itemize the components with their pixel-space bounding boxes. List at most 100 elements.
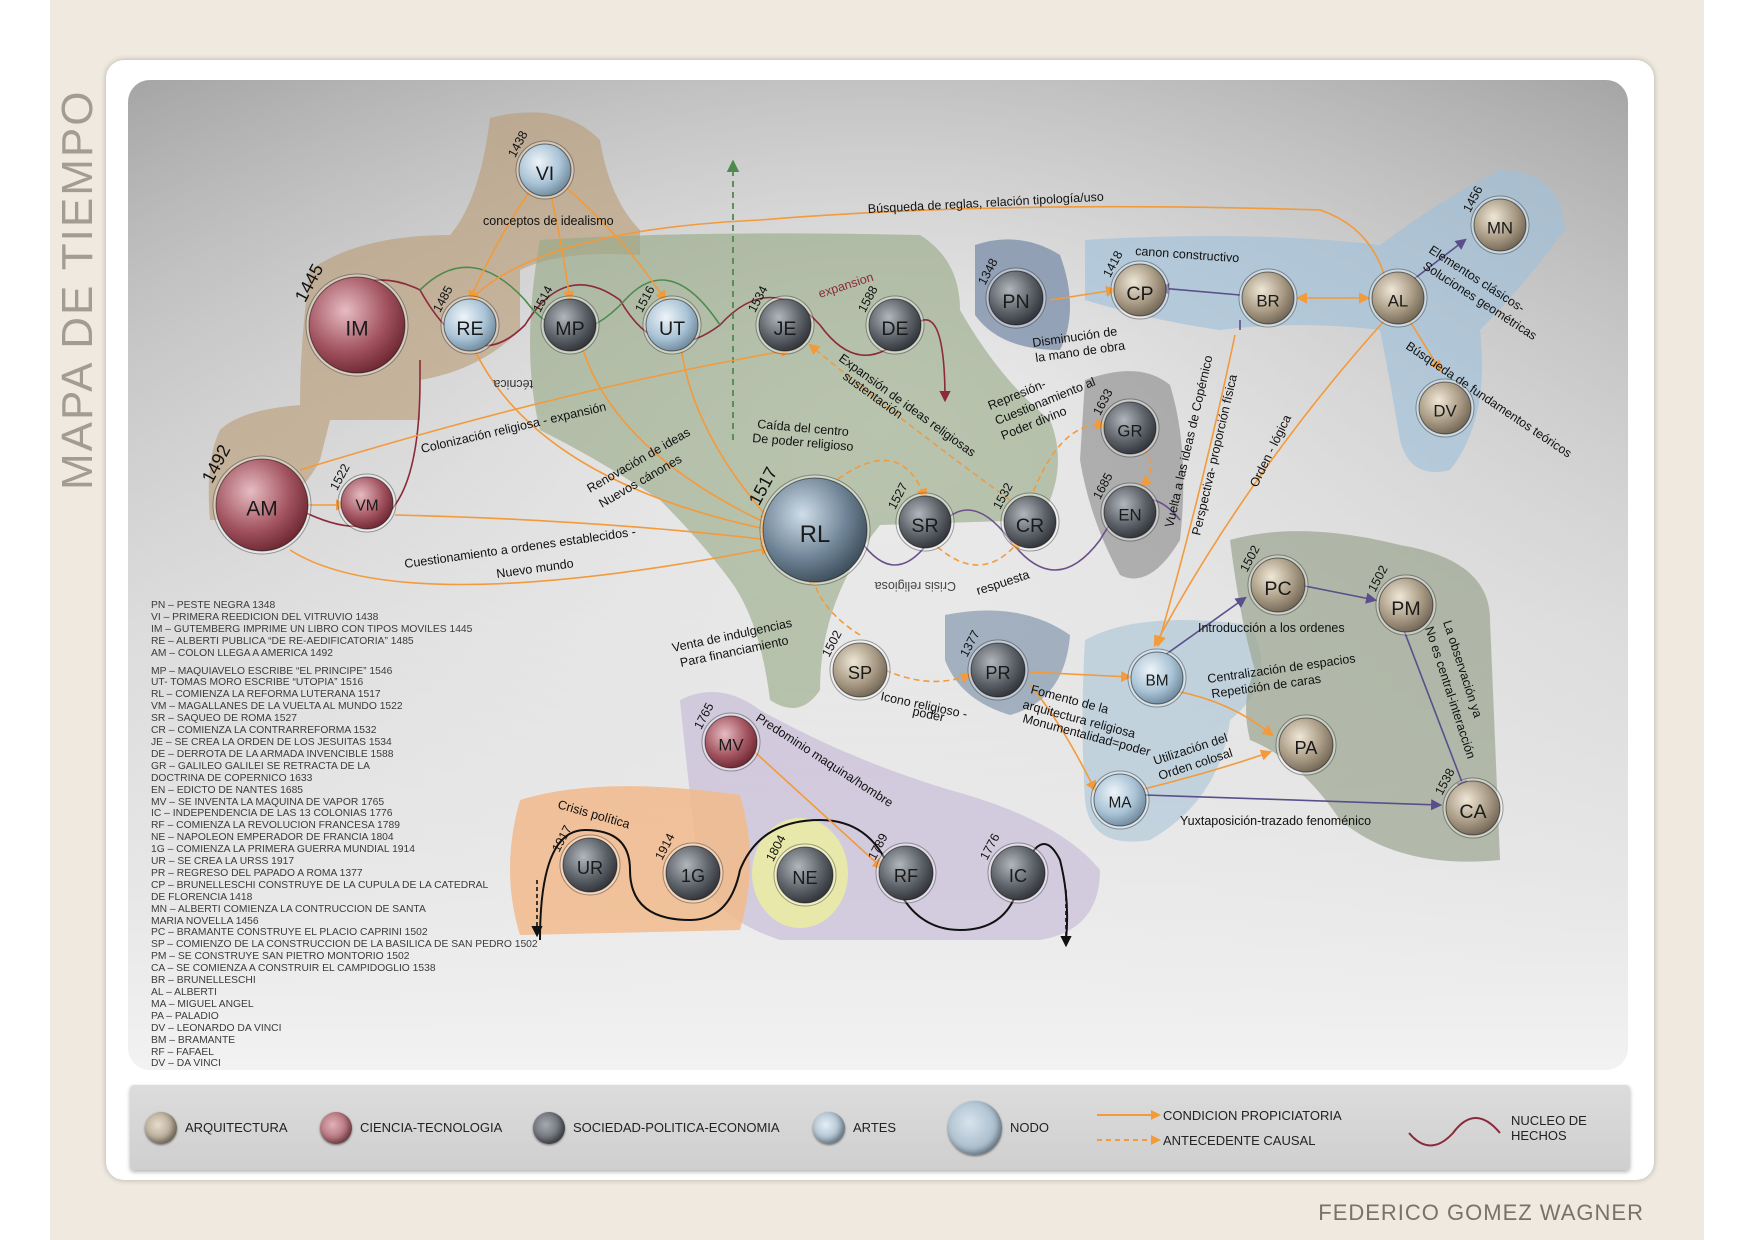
node-circle xyxy=(1378,577,1434,633)
key-antecedente-label: ANTECEDENTE CAUSAL xyxy=(1163,1132,1316,1148)
purple-ma-ca xyxy=(1144,794,1443,811)
arrow-mp-rl xyxy=(579,339,773,527)
key-arquitectura: ARQUITECTURA xyxy=(145,1085,288,1170)
author-name: FEDERICO GOMEZ WAGNER xyxy=(1318,1200,1644,1225)
abbreviation-item: RE – ALBERTI PUBLICA “DE RE-AEDIFICATORI… xyxy=(151,635,414,647)
abbreviation-item: UR – SE CREA LA URSS 1917 xyxy=(151,856,295,868)
abbreviation-item: VM – MAGALLANES DE LA VUELTA AL MUNDO 15… xyxy=(151,701,403,713)
node-circle xyxy=(704,715,758,769)
node-circle xyxy=(1093,773,1147,827)
zone-green xyxy=(530,233,1058,709)
node-ma: MA xyxy=(1090,770,1150,830)
node-circle xyxy=(645,298,699,352)
arrow-am-je xyxy=(299,346,793,471)
node-circle xyxy=(970,642,1026,698)
abbreviation-item: IC – INDEPENDENCIA DE LAS 13 COLONIAS 17… xyxy=(151,808,393,820)
key-ciencia-label: CIENCIA-TECNOLOGIA xyxy=(360,1120,503,1135)
node-label: EN xyxy=(1118,505,1141,524)
node-label: SP xyxy=(848,663,872,683)
abbreviation-item: AM – COLON LLEGA A AMERICA 1492 xyxy=(151,647,333,659)
arrow-re-rl xyxy=(469,339,773,534)
key-arrows: CONDICION PROPICIATORIA ANTECEDENTE CAUS… xyxy=(1095,1085,1342,1170)
abbreviation-item: NE – NAPOLEON EMPERADOR DE FRANCIA 1804 xyxy=(151,832,394,844)
arrow-al-bm xyxy=(1153,319,1386,647)
node-circle xyxy=(990,845,1046,901)
abbreviation-item: DV – DA VINCI xyxy=(151,1058,221,1070)
dashed-sp-pr xyxy=(884,669,973,684)
label-crisis-religiosa: Crisis religiosa xyxy=(875,579,956,593)
abbreviation-item: BR – BRUNELLESCHI xyxy=(151,975,256,987)
dashed-cr-je xyxy=(808,343,1011,501)
node-label: PM xyxy=(1391,598,1420,620)
key-nucleo-label-1: NUCLEO DE xyxy=(1511,1112,1587,1128)
key-nucleo-label-2: HECHOS xyxy=(1511,1127,1567,1143)
key-arquitectura-label: ARQUITECTURA xyxy=(185,1120,288,1135)
node-label: BR xyxy=(1256,291,1279,310)
artes-swatch-icon xyxy=(813,1111,845,1144)
node-label: VM xyxy=(355,498,378,515)
key-artes: ARTES xyxy=(813,1085,896,1170)
node-label: PR xyxy=(985,663,1010,683)
arrow-vm-rl xyxy=(394,514,773,545)
node-label: 1G xyxy=(681,866,705,886)
node-al: AL xyxy=(1368,268,1428,328)
node-circle xyxy=(832,642,888,698)
dashed-cr-gr xyxy=(1029,418,1108,501)
key-sociedad-label: SOCIEDAD-POLITICA-ECONOMIA xyxy=(573,1120,780,1135)
causal-arrow-icon xyxy=(1097,1135,1161,1145)
key-artes-label: ARTES xyxy=(853,1120,897,1135)
node-label: PC xyxy=(1264,578,1291,600)
node-dv: DV xyxy=(1415,378,1475,438)
node-label: MV xyxy=(718,735,744,754)
abbreviation-item: CR – COMIENZA LA CONTRARREFORMA 1532 xyxy=(151,725,377,737)
node-circle xyxy=(1103,401,1157,455)
node-br: BR xyxy=(1238,268,1298,328)
arrow-mv-rf xyxy=(746,744,884,870)
node-label: RL xyxy=(800,521,830,548)
node-label: PA xyxy=(1295,738,1319,758)
label-tecnica: técnica xyxy=(493,377,533,391)
node-circle xyxy=(776,846,834,904)
nodo-swatch-icon xyxy=(948,1100,1002,1155)
node-label: IM xyxy=(345,318,368,341)
abbreviation-item: DOCTRINA DE COPERNICO 1633 xyxy=(151,772,313,784)
abbreviation-item: PM – SE CONSTRUYE SAN PIETRO MONTORIO 15… xyxy=(151,951,410,963)
key-sociedad: SOCIEDAD-POLITICA-ECONOMIA xyxy=(533,1085,780,1170)
nucleus-wave-icon xyxy=(1408,1116,1501,1146)
node-label: RE xyxy=(456,318,483,340)
node-circle xyxy=(443,298,497,352)
arquitectura-swatch-icon xyxy=(145,1111,177,1144)
abbreviation-item: DE – DERROTA DE LA ARMADA INVENCIBLE 158… xyxy=(151,748,394,760)
side-title: MAPA DE TIEMPO xyxy=(50,80,110,500)
node-circle xyxy=(308,276,406,374)
abbreviation-item: CA – SE COMIENZA A CONSTRUIR EL CAMPIDOG… xyxy=(151,963,436,975)
label-conceptos: conceptos de idealismo xyxy=(483,214,614,228)
abbreviation-item: 1G – COMIENZA LA PRIMERA GUERRA MUNDIAL … xyxy=(151,844,415,856)
node-label: VI xyxy=(536,163,555,185)
arrow-pr-bm xyxy=(1029,670,1133,683)
key-nodo: NODO xyxy=(948,1085,1049,1170)
abbreviation-item: VI – PRIMERA REEDICION DEL VITRUVIO 1438 xyxy=(151,611,379,623)
zone-olive xyxy=(1230,531,1500,862)
node-label: RF xyxy=(894,866,918,886)
arrow-ut-rl xyxy=(679,339,772,522)
purple-al-mn xyxy=(1409,238,1467,283)
abbreviation-item: PA – PALADIO xyxy=(151,1010,219,1022)
node-circle xyxy=(1003,495,1057,549)
key-nodo-label: NODO xyxy=(1010,1120,1049,1135)
node-circle xyxy=(1241,271,1295,325)
node-circle xyxy=(1250,557,1306,613)
node-circle xyxy=(562,837,618,893)
arrow-al-re xyxy=(468,205,1391,302)
arrow-bm-pa xyxy=(1169,689,1274,737)
